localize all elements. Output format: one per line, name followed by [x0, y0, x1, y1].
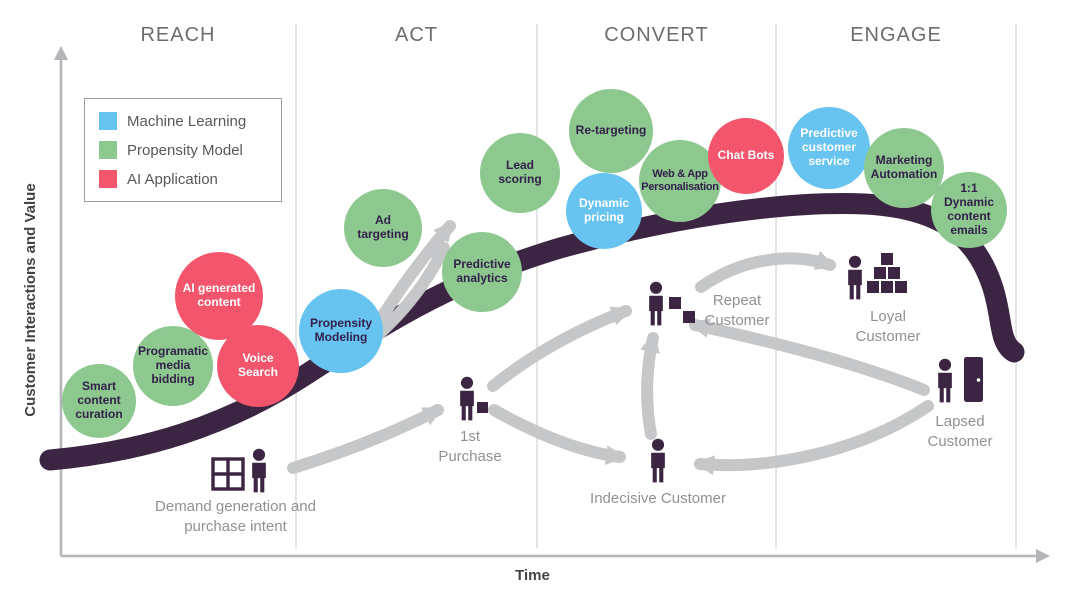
bubble-marketing-automation: Marketing Automation [864, 128, 944, 208]
bubble-voice-search: Voice Search [217, 325, 299, 407]
stage-dividers [295, 24, 1017, 548]
axes [54, 46, 1050, 563]
label-repeat-customer: Repeat Customer [704, 292, 770, 329]
persona-icons [211, 253, 983, 493]
stage-reach: REACH [140, 24, 216, 46]
arrow-first-purchase-to-repeat [487, 305, 632, 392]
window-icon [211, 457, 245, 491]
y-axis-label: Customer Interactions and Value [22, 183, 39, 417]
legend-item-ai-application: AI Application [99, 170, 267, 188]
bubble-dynamic-pricing: Dynamic pricing [566, 173, 642, 249]
bubble-ad-targeting: Ad targeting [344, 189, 422, 267]
loyal-box-icon [895, 281, 907, 293]
loyal-customer-person-icon [848, 255, 862, 300]
bubble-web-app-personalisation: Web & App Personalisation [639, 140, 721, 222]
label-indecisive-customer: Indecisive Customer [590, 490, 726, 507]
lapsed-customer-person-icon [938, 358, 952, 403]
bubble-propensity-modeling: Propensity Modeling [299, 289, 383, 373]
label-loyal-customer: Loyal Customer [855, 308, 921, 345]
x-axis-label: Time [515, 567, 550, 584]
x-axis-arrowhead [1036, 549, 1050, 563]
arrow-indecisive-to-repeat [640, 332, 660, 440]
arrow-lapsed-to-repeat [689, 318, 930, 396]
bubble-smart-content-curation: Smart content curation [62, 364, 136, 438]
loyal-box-icon [888, 267, 900, 279]
machine-learning-swatch-icon [99, 112, 117, 130]
ai-application-swatch-icon [99, 170, 117, 188]
first-purchase-person-icon [460, 376, 474, 421]
bubble-re-targeting: Re-targeting [569, 89, 653, 173]
legend-label: Propensity Model [127, 141, 243, 159]
stage-engage: ENGAGE [850, 24, 942, 46]
arrow-first-purchase-to-indecisive [488, 404, 626, 466]
stage-convert: CONVERT [604, 24, 709, 46]
legend-item-machine-learning: Machine Learning [99, 112, 267, 130]
door-knob-icon [976, 378, 981, 382]
bubble-predictive-analytics: Predictive analytics [442, 232, 522, 312]
legend-item-propensity-model: Propensity Model [99, 141, 267, 159]
y-axis-arrowhead [54, 46, 68, 60]
loyal-box-icon [867, 281, 879, 293]
demand-person-icon [252, 448, 266, 493]
bubble-lead-scoring: Lead scoring [480, 133, 560, 213]
repeat-customer-person-icon [649, 281, 663, 326]
loyal-box-icon [881, 253, 893, 265]
arrow-lapsed-to-indecisive [694, 400, 934, 476]
propensity-model-swatch-icon [99, 141, 117, 159]
loyal-box-icon [881, 281, 893, 293]
indecisive-customer-person-icon [651, 438, 665, 483]
arrow-demand-to-first-purchase [287, 404, 444, 474]
door-icon [964, 357, 983, 402]
repeat-box-icon [669, 297, 681, 309]
stage-act: ACT [395, 24, 438, 46]
label-demand-generation: Demand generation and purchase intent [155, 498, 316, 535]
arrow-repeat-to-loyal [695, 251, 836, 293]
bubble-dynamic-content-emails: 1:1 Dynamic content emails [931, 172, 1007, 248]
journey-arrows [287, 220, 934, 476]
bubble-programatic-media-bidding: Programatic media bidding [133, 326, 213, 406]
repeat-box-icon [683, 311, 695, 323]
label-lapsed-customer: Lapsed Customer [927, 413, 993, 450]
legend-label: Machine Learning [127, 112, 247, 130]
label-first-purchase: 1st Purchase [438, 428, 502, 465]
legend-label: AI Application [127, 170, 218, 188]
bubble-chat-bots: Chat Bots [708, 118, 784, 194]
loyal-box-icon [874, 267, 886, 279]
first-purchase-box-icon [477, 402, 488, 413]
bubble-predictive-customer-service: Predictive customer service [788, 107, 870, 189]
legend: Machine Learning Propensity Model AI App… [84, 98, 282, 202]
